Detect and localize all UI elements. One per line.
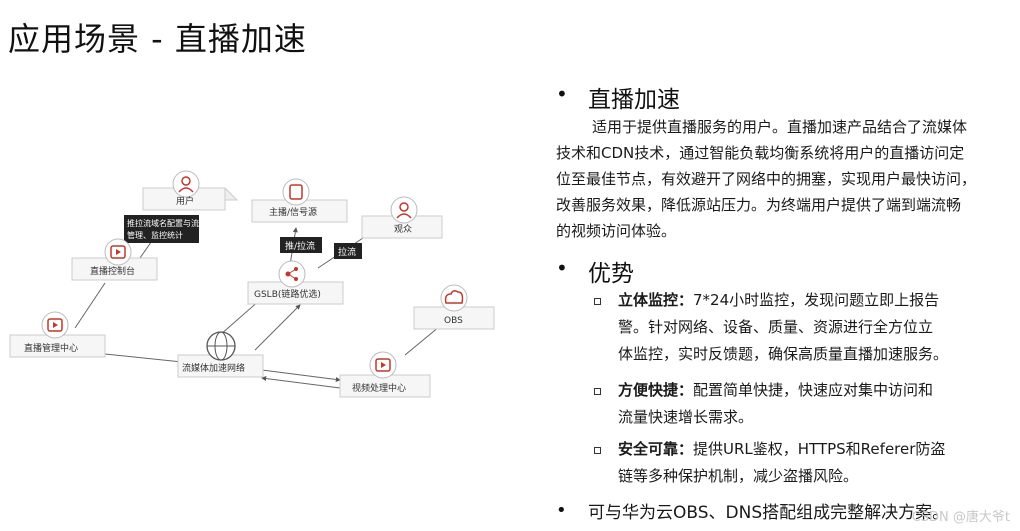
node-audience: 观众 bbox=[361, 196, 443, 239]
tag-push-pull-label: 推/拉流 bbox=[285, 240, 315, 252]
edge-stream-gslb2 bbox=[254, 304, 301, 351]
live-line-3: 位至最佳节点，有效避开了网络中的拥塞，实现用户最快访问， bbox=[556, 170, 977, 188]
node-stream-net: 流媒体加速网络 bbox=[177, 331, 264, 378]
watermark: CSDN @唐大爷t bbox=[911, 510, 1010, 525]
tag-push-pull: 推/拉流 bbox=[280, 237, 322, 253]
node-live-mgmt-label: 直播管理中心 bbox=[24, 342, 78, 354]
node-gslb: GSLB(链路优选) bbox=[247, 260, 344, 305]
advantage-security-label: 安全可靠： bbox=[618, 440, 694, 458]
node-user: 用户 bbox=[141, 170, 239, 211]
edge-stream-gslb bbox=[219, 299, 261, 336]
live-line-1: 适用于提供直播服务的用户。直播加速产品结合了流媒体 bbox=[592, 118, 968, 136]
live-description: 适用于提供直播服务的用户。直播加速产品结合了流媒体 技术和CDN技术，通过智能负… bbox=[556, 114, 1016, 244]
node-obs: OBS bbox=[413, 284, 495, 330]
advantage-security: 安全可靠：提供URL鉴权，HTTPS和Referer防盗 链等多种保护机制，减少… bbox=[618, 436, 1018, 490]
node-live-mgmt: 直播管理中心 bbox=[9, 311, 106, 358]
square-bullet-1 bbox=[594, 298, 601, 305]
edge-mgmt-control bbox=[74, 282, 106, 329]
advantage-security-line-2: 链等多种保护机制，减少盗播风险。 bbox=[618, 467, 859, 485]
edge-video-stream bbox=[261, 376, 341, 389]
advantage-convenient-line-2: 流量快速增长需求。 bbox=[618, 408, 754, 426]
node-video-proc-label: 视频处理中心 bbox=[352, 382, 406, 394]
live-line-5: 的视频访问体验。 bbox=[556, 222, 677, 240]
tag-config-line1: 推拉流域名配置与流 bbox=[127, 218, 199, 228]
square-bullet-2 bbox=[594, 388, 601, 395]
node-user-label: 用户 bbox=[176, 195, 194, 207]
node-obs-label: OBS bbox=[444, 316, 463, 326]
tag-pull-label: 拉流 bbox=[338, 246, 356, 258]
advantage-monitoring: 立体监控：7*24小时监控，发现问题立即上报告 警。针对网络、设备、质量、资源进… bbox=[618, 287, 1018, 368]
bullet-dot-last: • bbox=[556, 500, 567, 521]
heading-advantages: 优势 bbox=[588, 261, 634, 287]
advantage-security-line-1: 提供URL鉴权，HTTPS和Referer防盗 bbox=[693, 440, 946, 458]
heading-live-acceleration: 直播加速 bbox=[588, 87, 680, 113]
advantage-monitoring-label: 立体监控： bbox=[618, 291, 694, 309]
node-stream-net-label: 流媒体加速网络 bbox=[182, 362, 245, 374]
node-live-control: 直播控制台 bbox=[71, 238, 158, 281]
live-acceleration-diagram: 用户 主播/信号源 观众 推拉流域名配置与流 管理、监控统计 推/拉流 拉流 直… bbox=[9, 170, 495, 398]
node-live-control-label: 直播控制台 bbox=[90, 265, 135, 277]
bullet-dot-advantages: • bbox=[556, 256, 568, 280]
node-anchor-source: 主播/信号源 bbox=[251, 178, 348, 223]
bullet-dot-live: • bbox=[556, 82, 568, 106]
advantage-convenient-label: 方便快捷： bbox=[618, 381, 694, 399]
integration-note: 可与华为云OBS、DNS搭配组成完整解决方案。 bbox=[588, 503, 950, 523]
page-title: 应用场景 - 直播加速 bbox=[8, 20, 307, 58]
square-bullet-3 bbox=[594, 447, 601, 454]
advantage-convenient: 方便快捷：配置简单快捷，快速应对集中访问和 流量快速增长需求。 bbox=[618, 377, 1018, 431]
node-gslb-label: GSLB(链路优选) bbox=[254, 288, 321, 300]
tag-config-line2: 管理、监控统计 bbox=[127, 230, 183, 240]
advantage-monitoring-line-1: 7*24小时监控，发现问题立即上报告 bbox=[693, 291, 940, 309]
advantage-monitoring-line-3: 体监控，实时反馈题，确保高质量直播加速服务。 bbox=[618, 345, 949, 363]
edge-mgmt-stream bbox=[104, 353, 183, 365]
live-line-4: 改善服务效果，降低源站压力。为终端用户提供了端到端流畅 bbox=[556, 196, 962, 214]
advantage-convenient-line-1: 配置简单快捷，快速应对集中访问和 bbox=[693, 381, 934, 399]
node-anchor-source-label: 主播/信号源 bbox=[269, 206, 317, 218]
advantage-monitoring-line-2: 警。针对网络、设备、质量、资源进行全方位立 bbox=[618, 318, 934, 336]
edge-stream-video bbox=[261, 369, 341, 382]
tag-config: 推拉流域名配置与流 管理、监控统计 bbox=[124, 215, 199, 243]
live-line-2: 技术和CDN技术，通过智能负载均衡系统将用户的直播访问定 bbox=[556, 144, 965, 162]
node-audience-label: 观众 bbox=[394, 224, 412, 235]
tag-pull: 拉流 bbox=[334, 243, 362, 259]
node-video-proc: 视频处理中心 bbox=[339, 351, 431, 398]
